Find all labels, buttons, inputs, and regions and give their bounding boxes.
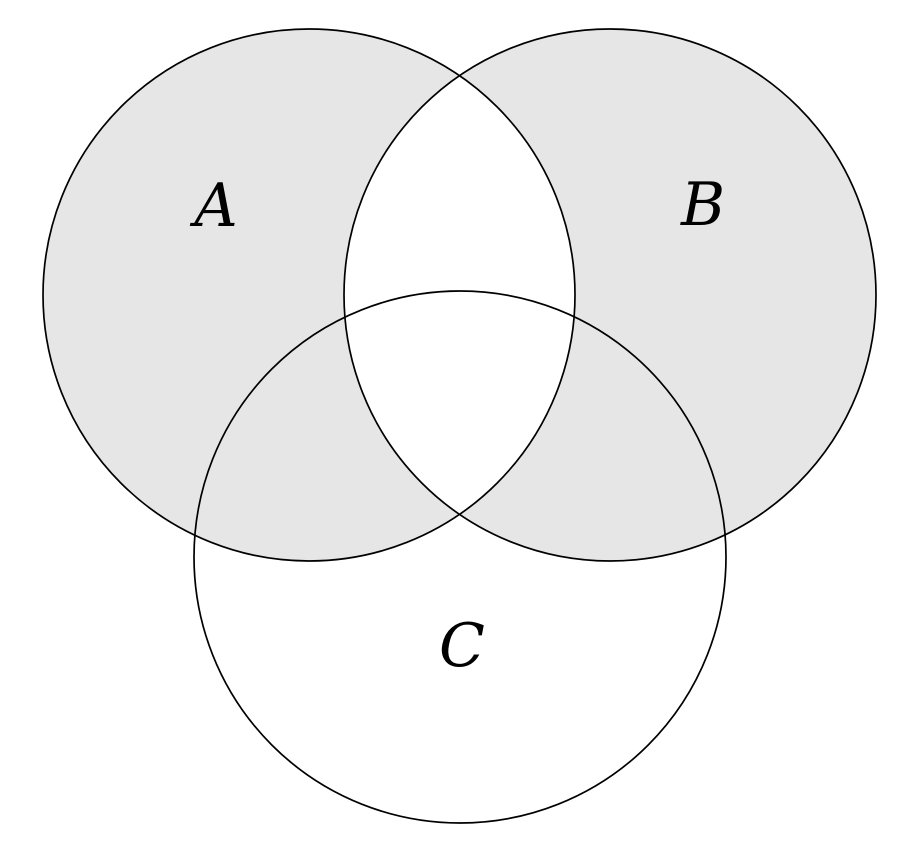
- set-label-a: A: [189, 171, 237, 241]
- circle-b-outline: [343, 28, 877, 562]
- circle-c-outline: [193, 290, 727, 824]
- set-label-c: C: [439, 611, 485, 681]
- set-label-b: B: [680, 170, 725, 240]
- circle-a-outline: [42, 28, 576, 562]
- shaded-region-a-xor-b: [43, 29, 876, 561]
